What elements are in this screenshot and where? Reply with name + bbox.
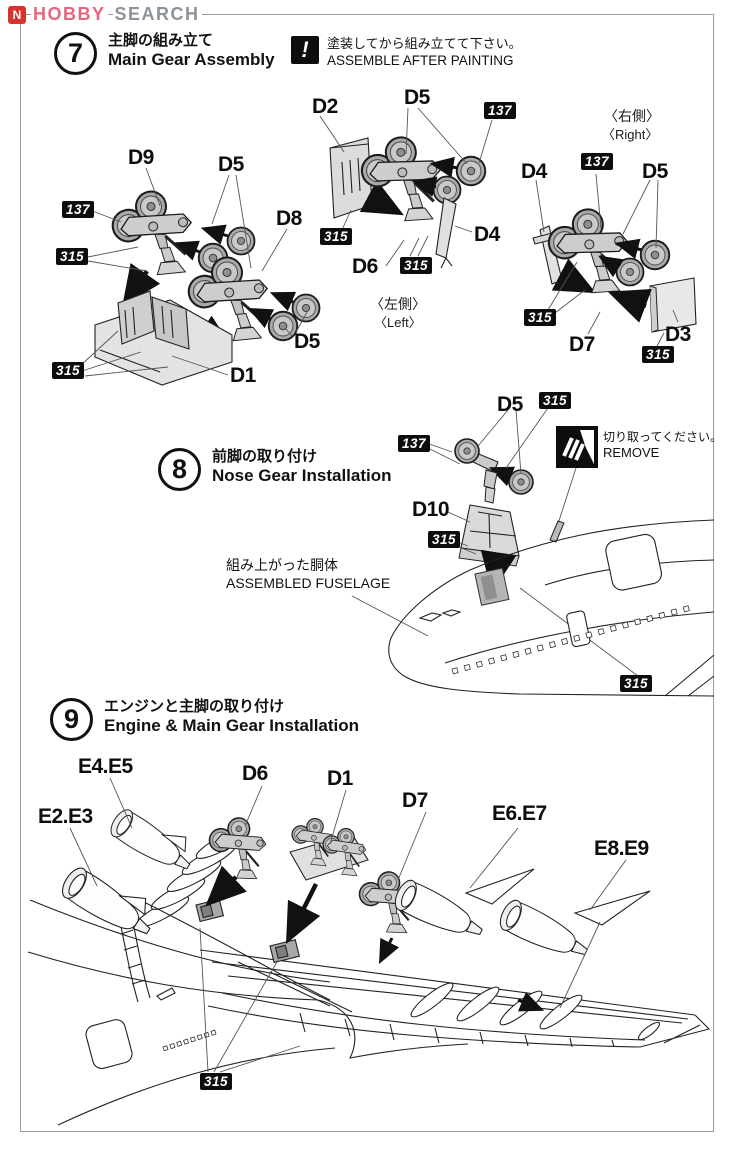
part-label-d4: D4: [474, 223, 500, 246]
step8-header: 8 前脚の取り付け Nose Gear Installation: [158, 448, 392, 491]
step7-title-en: Main Gear Assembly: [108, 50, 275, 69]
paint-callout-137: 137: [398, 435, 431, 452]
paint-callout-315: 315: [200, 1073, 233, 1090]
paint-callout-315: 315: [400, 257, 433, 274]
part-label-d9: D9: [128, 146, 154, 169]
part-label-d7: D7: [402, 789, 428, 812]
part-label-e2e3: E2.E3: [38, 805, 93, 828]
warning-ja: 塗装してから組み立てて下さい。: [327, 36, 522, 51]
fuselage-note: 組み上がった胴体 ASSEMBLED FUSELAGE: [226, 556, 390, 592]
part-label-d8: D8: [276, 207, 302, 230]
cut-remove-icon: [556, 426, 598, 473]
paint-callout-315: 315: [539, 392, 572, 409]
part-label-d6: D6: [242, 762, 268, 785]
page-border-top: [26, 14, 714, 15]
part-label-d10: D10: [412, 498, 450, 521]
paint-callout-315: 315: [52, 362, 85, 379]
page-border-bottom: [20, 1131, 714, 1132]
step8-title-ja: 前脚の取り付け: [212, 448, 318, 465]
part-label-d1: D1: [230, 364, 256, 387]
hobbysearch-flame-icon: N: [8, 5, 26, 24]
paint-callout-315: 315: [56, 248, 89, 265]
remove-note-en: REMOVE: [603, 445, 660, 460]
paint-callout-315: 315: [620, 675, 653, 692]
step7-number: 7: [54, 32, 97, 75]
hobbysearch-logo: N HOBBY SEARCH: [8, 4, 202, 25]
step7-header: 7 主脚の組み立て Main Gear Assembly: [54, 32, 275, 75]
part-label-d5: D5: [642, 160, 668, 183]
page-border-right: [713, 14, 714, 1132]
part-label-d2: D2: [312, 95, 338, 118]
part-label-d7: D7: [569, 333, 595, 356]
side-note-right-en: 〈Right〉: [602, 127, 659, 142]
step8-number: 8: [158, 448, 201, 491]
part-label-d5: D5: [404, 86, 430, 109]
step9-number: 9: [50, 698, 93, 741]
fuselage-note-ja: 組み上がった胴体: [226, 557, 338, 573]
step7-title-ja: 主脚の組み立て: [108, 32, 214, 49]
paint-warning: ! 塗装してから組み立てて下さい。 ASSEMBLE AFTER PAINTIN…: [291, 36, 522, 69]
main-gear-left-assembly-drawing: [79, 167, 321, 386]
remove-note: 切り取ってください。 REMOVE: [603, 430, 722, 461]
engine-nacelle-e2e3: [61, 867, 151, 935]
assembled-fuselage-drawing: [388, 519, 715, 697]
part-label-e4e5: E4.E5: [78, 755, 133, 778]
part-label-d5: D5: [218, 153, 244, 176]
engine-nacelle-e8e9: [499, 899, 588, 956]
part-label-e6e7: E6.E7: [492, 802, 547, 825]
part-label-e8e9: E8.E9: [594, 837, 649, 860]
part-label-d1: D1: [327, 767, 353, 790]
exclamation-icon: !: [291, 36, 319, 64]
paint-callout-315: 315: [428, 531, 461, 548]
paint-callout-315: 315: [642, 346, 675, 363]
warning-en: ASSEMBLE AFTER PAINTING: [327, 53, 514, 68]
nose-gear-drawing: [351, 407, 639, 677]
part-label-d4: D4: [521, 160, 547, 183]
paint-callout-315: 315: [524, 309, 557, 326]
wing-installation-drawing: [27, 777, 711, 1126]
logo-text-search: SEARCH: [112, 4, 202, 25]
step9-header: 9 エンジンと主脚の取り付け Engine & Main Gear Instal…: [50, 698, 359, 741]
page-border-left: [20, 22, 21, 1132]
side-note-left-ja: 〈左側〉: [370, 296, 426, 312]
part-label-d6: D6: [352, 255, 378, 278]
paint-callout-137: 137: [581, 153, 614, 170]
paint-callout-137: 137: [484, 102, 517, 119]
fuselage-note-en: ASSEMBLED FUSELAGE: [226, 575, 391, 591]
paint-callout-315: 315: [320, 228, 353, 245]
side-note-right-ja: 〈右側〉: [604, 108, 660, 124]
part-label-d3: D3: [665, 323, 691, 346]
main-gear-left-side-drawing: [319, 107, 493, 269]
step9-title-en: Engine & Main Gear Installation: [104, 716, 360, 735]
step9-title-ja: エンジンと主脚の取り付け: [104, 698, 285, 715]
logo-text-hobby: HOBBY: [31, 4, 108, 25]
paint-callout-137: 137: [62, 201, 95, 218]
engine-nacelle-e6e7: [394, 879, 483, 936]
remove-note-ja: 切り取ってください。: [603, 430, 723, 444]
part-label-d5: D5: [497, 393, 523, 416]
main-gear-right-side-drawing: [532, 173, 697, 347]
step8-title-en: Nose Gear Installation: [212, 466, 392, 485]
part-label-d5: D5: [294, 330, 320, 353]
engine-nacelle-e4e5: [110, 809, 191, 870]
side-note-left-en: 〈Left〉: [374, 315, 422, 330]
